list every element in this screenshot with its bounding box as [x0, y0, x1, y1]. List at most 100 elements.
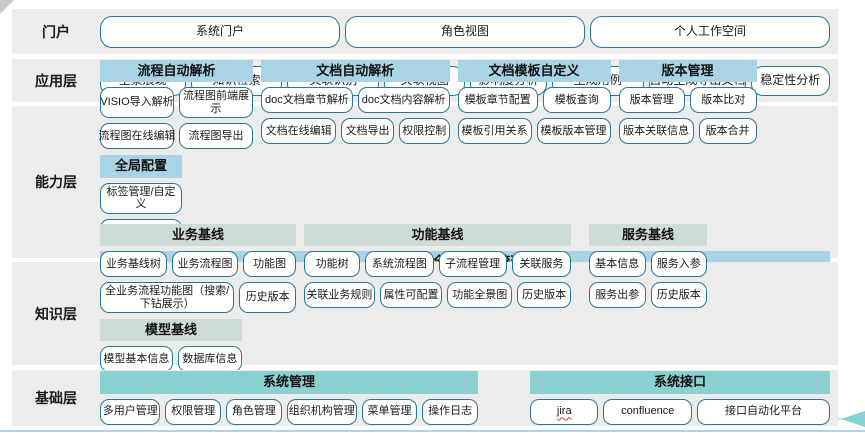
module-button-label: 基本信息 — [595, 257, 640, 270]
module-button-label: 服务出参 — [595, 288, 640, 301]
button-row: 模型基本信息数据库信息 — [100, 346, 242, 373]
module-button[interactable]: 模板引用关系 — [457, 118, 532, 145]
module-button[interactable]: 属性可配置 — [379, 281, 443, 308]
module-button[interactable]: doc文档章节解析 — [261, 87, 353, 114]
module-button-label: doc文档章节解析 — [265, 93, 349, 106]
module-button[interactable]: 稳定性分析 — [750, 65, 830, 96]
button-row: 系统门户 角色视图 个人工作空间 — [100, 15, 830, 48]
module-button-label: 业务基线树 — [105, 257, 161, 270]
module-button[interactable]: 业务基线树 — [100, 250, 167, 277]
module-button[interactable]: 组织机构管理 — [286, 398, 357, 425]
module-button[interactable]: 服务入参 — [650, 250, 707, 277]
group-header: 功能基线 — [304, 223, 571, 246]
group-header: 模型基线 — [100, 319, 242, 342]
module-button[interactable]: 角色管理 — [226, 398, 282, 425]
module-button-label: 标签管理/自定义 — [106, 185, 176, 211]
module-button[interactable]: 文档在线编辑 — [261, 118, 337, 145]
module-button[interactable]: jira — [530, 398, 599, 425]
module-button[interactable]: 历史版本 — [650, 281, 707, 308]
module-button[interactable]: doc文档内容解析 — [357, 87, 450, 114]
group-header: 文档模板自定义 — [457, 59, 611, 83]
button-row: VISIO导入解析流程图前端展示 — [100, 87, 253, 119]
module-button-label: 版本比对 — [701, 93, 746, 106]
button-row: 全业务流程功能图（搜索/下钻展示）历史版本 — [100, 281, 296, 314]
module-button[interactable]: 接口自动化平台 — [697, 398, 830, 425]
module-button[interactable]: 历史版本 — [239, 281, 296, 314]
module-button[interactable]: 基本信息 — [589, 250, 646, 277]
module-button[interactable]: 历史版本 — [517, 281, 571, 308]
button-row: 模板章节配置模板查询 — [457, 87, 611, 114]
layer-label: 门户 — [42, 23, 70, 40]
group-header: 系统管理 — [100, 371, 478, 394]
module-button-label: 模板章节配置 — [464, 93, 531, 106]
module-group: 版本管理版本管理版本比对版本关联信息版本合并 — [618, 59, 757, 150]
module-button[interactable]: 服务出参 — [589, 281, 646, 308]
module-button[interactable]: 模板版本管理 — [536, 118, 611, 145]
module-button-label: 模型基本信息 — [103, 353, 170, 366]
module-button[interactable]: 流程图在线编辑 — [99, 123, 176, 150]
module-group: 功能基线功能树系统流程图子流程管理关联服务关联业务规则属性可配置功能全景图历史版… — [304, 223, 572, 314]
button-row: 功能树系统流程图子流程管理关联服务 — [304, 250, 572, 277]
module-button-label: 子流程管理 — [445, 257, 501, 270]
module-button[interactable]: 权限控制 — [398, 118, 450, 145]
module-button-label: 多用户管理 — [102, 405, 158, 418]
module-button-label: 文档导出 — [345, 124, 390, 137]
module-button[interactable]: 模板查询 — [543, 87, 611, 114]
module-button[interactable]: 个人工作空间 — [590, 15, 830, 48]
module-button[interactable]: 全业务流程功能图（搜索/下钻展示） — [100, 281, 235, 314]
group-header: 全局配置 — [100, 155, 182, 178]
module-button[interactable]: 角色视图 — [345, 15, 585, 48]
module-button[interactable]: 版本关联信息 — [618, 118, 694, 145]
group-header: 文档自动解析 — [261, 59, 450, 83]
button-row: 关联业务规则属性可配置功能全景图历史版本 — [304, 281, 571, 308]
module-button[interactable]: VISIO导入解析 — [100, 87, 174, 119]
module-button[interactable]: 版本比对 — [690, 87, 757, 114]
module-button[interactable]: 系统流程图 — [365, 250, 434, 277]
module-button[interactable]: 版本合并 — [698, 118, 757, 145]
module-button[interactable]: 模板章节配置 — [457, 87, 539, 114]
module-button-label: 数据库信息 — [182, 353, 238, 366]
module-button[interactable]: 系统门户 — [100, 15, 340, 48]
module-button-label: 系统门户 — [195, 23, 244, 38]
module-button-label: jira — [556, 405, 572, 418]
module-button[interactable]: 关联服务 — [511, 250, 572, 277]
module-button[interactable]: 流程图前端展示 — [179, 87, 253, 119]
module-button[interactable]: 标签管理/自定义 — [100, 182, 182, 214]
module-button[interactable]: 权限管理 — [165, 398, 222, 425]
module-group: 业务基线业务基线树业务流程图功能图全业务流程功能图（搜索/下钻展示）历史版本 — [100, 223, 296, 314]
button-row: 基本信息服务入参 — [589, 250, 707, 277]
module-button-label: doc文档内容解析 — [361, 93, 446, 106]
module-button-label: 角色视图 — [440, 23, 489, 38]
module-button[interactable]: 版本管理 — [618, 87, 685, 114]
module-button-label: 版本管理 — [629, 93, 674, 106]
module-button-label: 历史版本 — [522, 288, 567, 301]
module-button[interactable]: 业务流程图 — [171, 250, 239, 277]
module-button[interactable]: 流程图导出 — [179, 123, 253, 150]
module-button[interactable]: 模型基本信息 — [100, 346, 173, 373]
module-button[interactable]: confluence — [603, 398, 693, 425]
module-button[interactable]: 功能图 — [243, 250, 296, 277]
module-button[interactable]: 菜单管理 — [361, 398, 418, 425]
module-button-label: 文档在线编辑 — [265, 124, 332, 137]
module-button[interactable]: 多用户管理 — [100, 398, 161, 425]
module-group: 文档自动解析 doc文档章节解析 doc文档内容解析文档在线编辑文档导出权限控制 — [261, 59, 450, 150]
module-button[interactable]: 功能全景图 — [447, 281, 513, 308]
module-button-label: 权限管理 — [171, 405, 216, 418]
module-button-label: 版本合并 — [705, 124, 750, 137]
button-row: 文档在线编辑文档导出权限控制 — [261, 118, 450, 145]
module-button[interactable]: 文档导出 — [341, 118, 394, 145]
layer-label: 知识层 — [35, 305, 77, 322]
layer-knowledge: 知识层业务基线业务基线树业务流程图功能图全业务流程功能图（搜索/下钻展示）历史版… — [12, 223, 838, 404]
module-group: 服务基线基本信息服务入参服务出参历史版本 — [589, 223, 707, 314]
module-button[interactable]: 功能树 — [304, 250, 361, 277]
module-button[interactable]: 关联业务规则 — [304, 281, 375, 308]
group-header: 版本管理 — [618, 59, 757, 83]
module-button[interactable]: 操作日志 — [422, 398, 478, 425]
module-button[interactable]: 子流程管理 — [438, 250, 507, 277]
module-group: 系统门户 角色视图 个人工作空间 — [100, 15, 830, 48]
group-header: 流程自动解析 — [100, 59, 253, 83]
